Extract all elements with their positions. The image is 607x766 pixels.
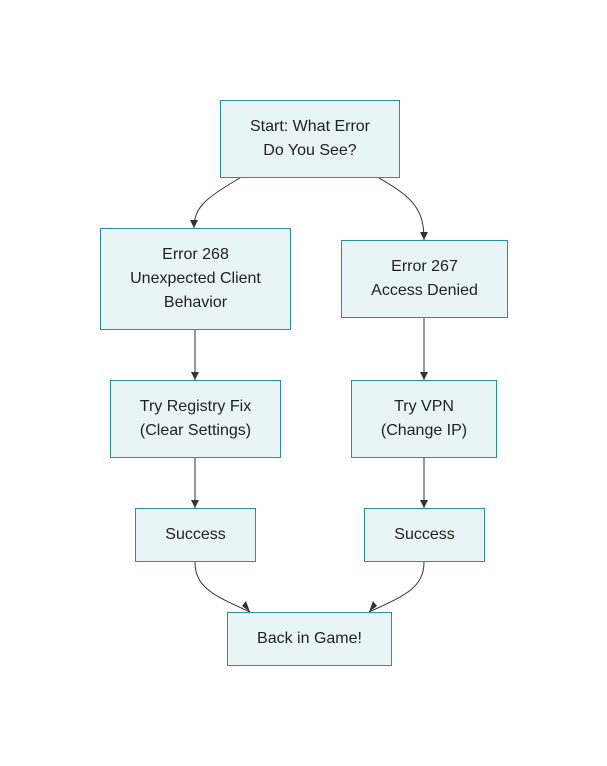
edge-success-right-to-back xyxy=(368,561,425,613)
node-success-right: Success xyxy=(364,508,485,562)
edge-start-to-error-267-arrowhead xyxy=(420,232,428,240)
node-vpn: Try VPN (Change IP) xyxy=(351,380,497,458)
edge-start-to-error-268 xyxy=(193,177,241,229)
edge-error-267-to-vpn-arrowhead xyxy=(420,372,428,380)
node-vpn-line-1: Try VPN xyxy=(394,398,454,415)
node-error-267: Error 267 Access Denied xyxy=(341,240,508,318)
node-vpn-line-2: (Change IP) xyxy=(380,422,468,439)
node-error-268-line-1: Error 268 xyxy=(162,246,229,263)
node-success-left-line-1: Success xyxy=(165,526,226,543)
node-success-left: Success xyxy=(135,508,256,562)
node-back-in-game: Back in Game! xyxy=(227,612,392,666)
node-start: Start: What Error Do You See? xyxy=(220,100,400,178)
node-start-line-2: Do You See? xyxy=(263,142,357,159)
node-error-268-line-2: Unexpected Client xyxy=(130,270,261,287)
node-back-in-game-line-1: Back in Game! xyxy=(257,630,362,647)
edge-start-to-error-267 xyxy=(378,177,425,241)
edge-success-left-to-back xyxy=(194,561,251,613)
edge-registry-fix-to-success-arrowhead xyxy=(191,500,199,508)
node-registry-fix: Try Registry Fix (Clear Settings) xyxy=(110,380,281,458)
node-registry-fix-line-1: Try Registry Fix xyxy=(139,398,252,415)
edge-start-to-error-268-arrowhead xyxy=(190,220,198,228)
node-error-267-line-1: Error 267 xyxy=(391,258,458,275)
edge-error-268-to-registry-fix-arrowhead xyxy=(191,372,199,380)
node-start-line-1: Start: What Error xyxy=(249,118,371,135)
node-success-right-line-1: Success xyxy=(394,526,455,543)
edge-vpn-to-success-arrowhead xyxy=(420,500,428,508)
edge-success-left-to-back-arrowhead xyxy=(242,601,250,612)
node-error-267-line-2: Access Denied xyxy=(371,282,478,299)
edge-success-right-to-back-arrowhead xyxy=(369,601,377,612)
node-registry-fix-line-2: (Clear Settings) xyxy=(139,422,252,439)
node-error-268-line-3: Behavior xyxy=(163,294,228,311)
node-error-268: Error 268 Unexpected Client Behavior xyxy=(100,228,291,330)
